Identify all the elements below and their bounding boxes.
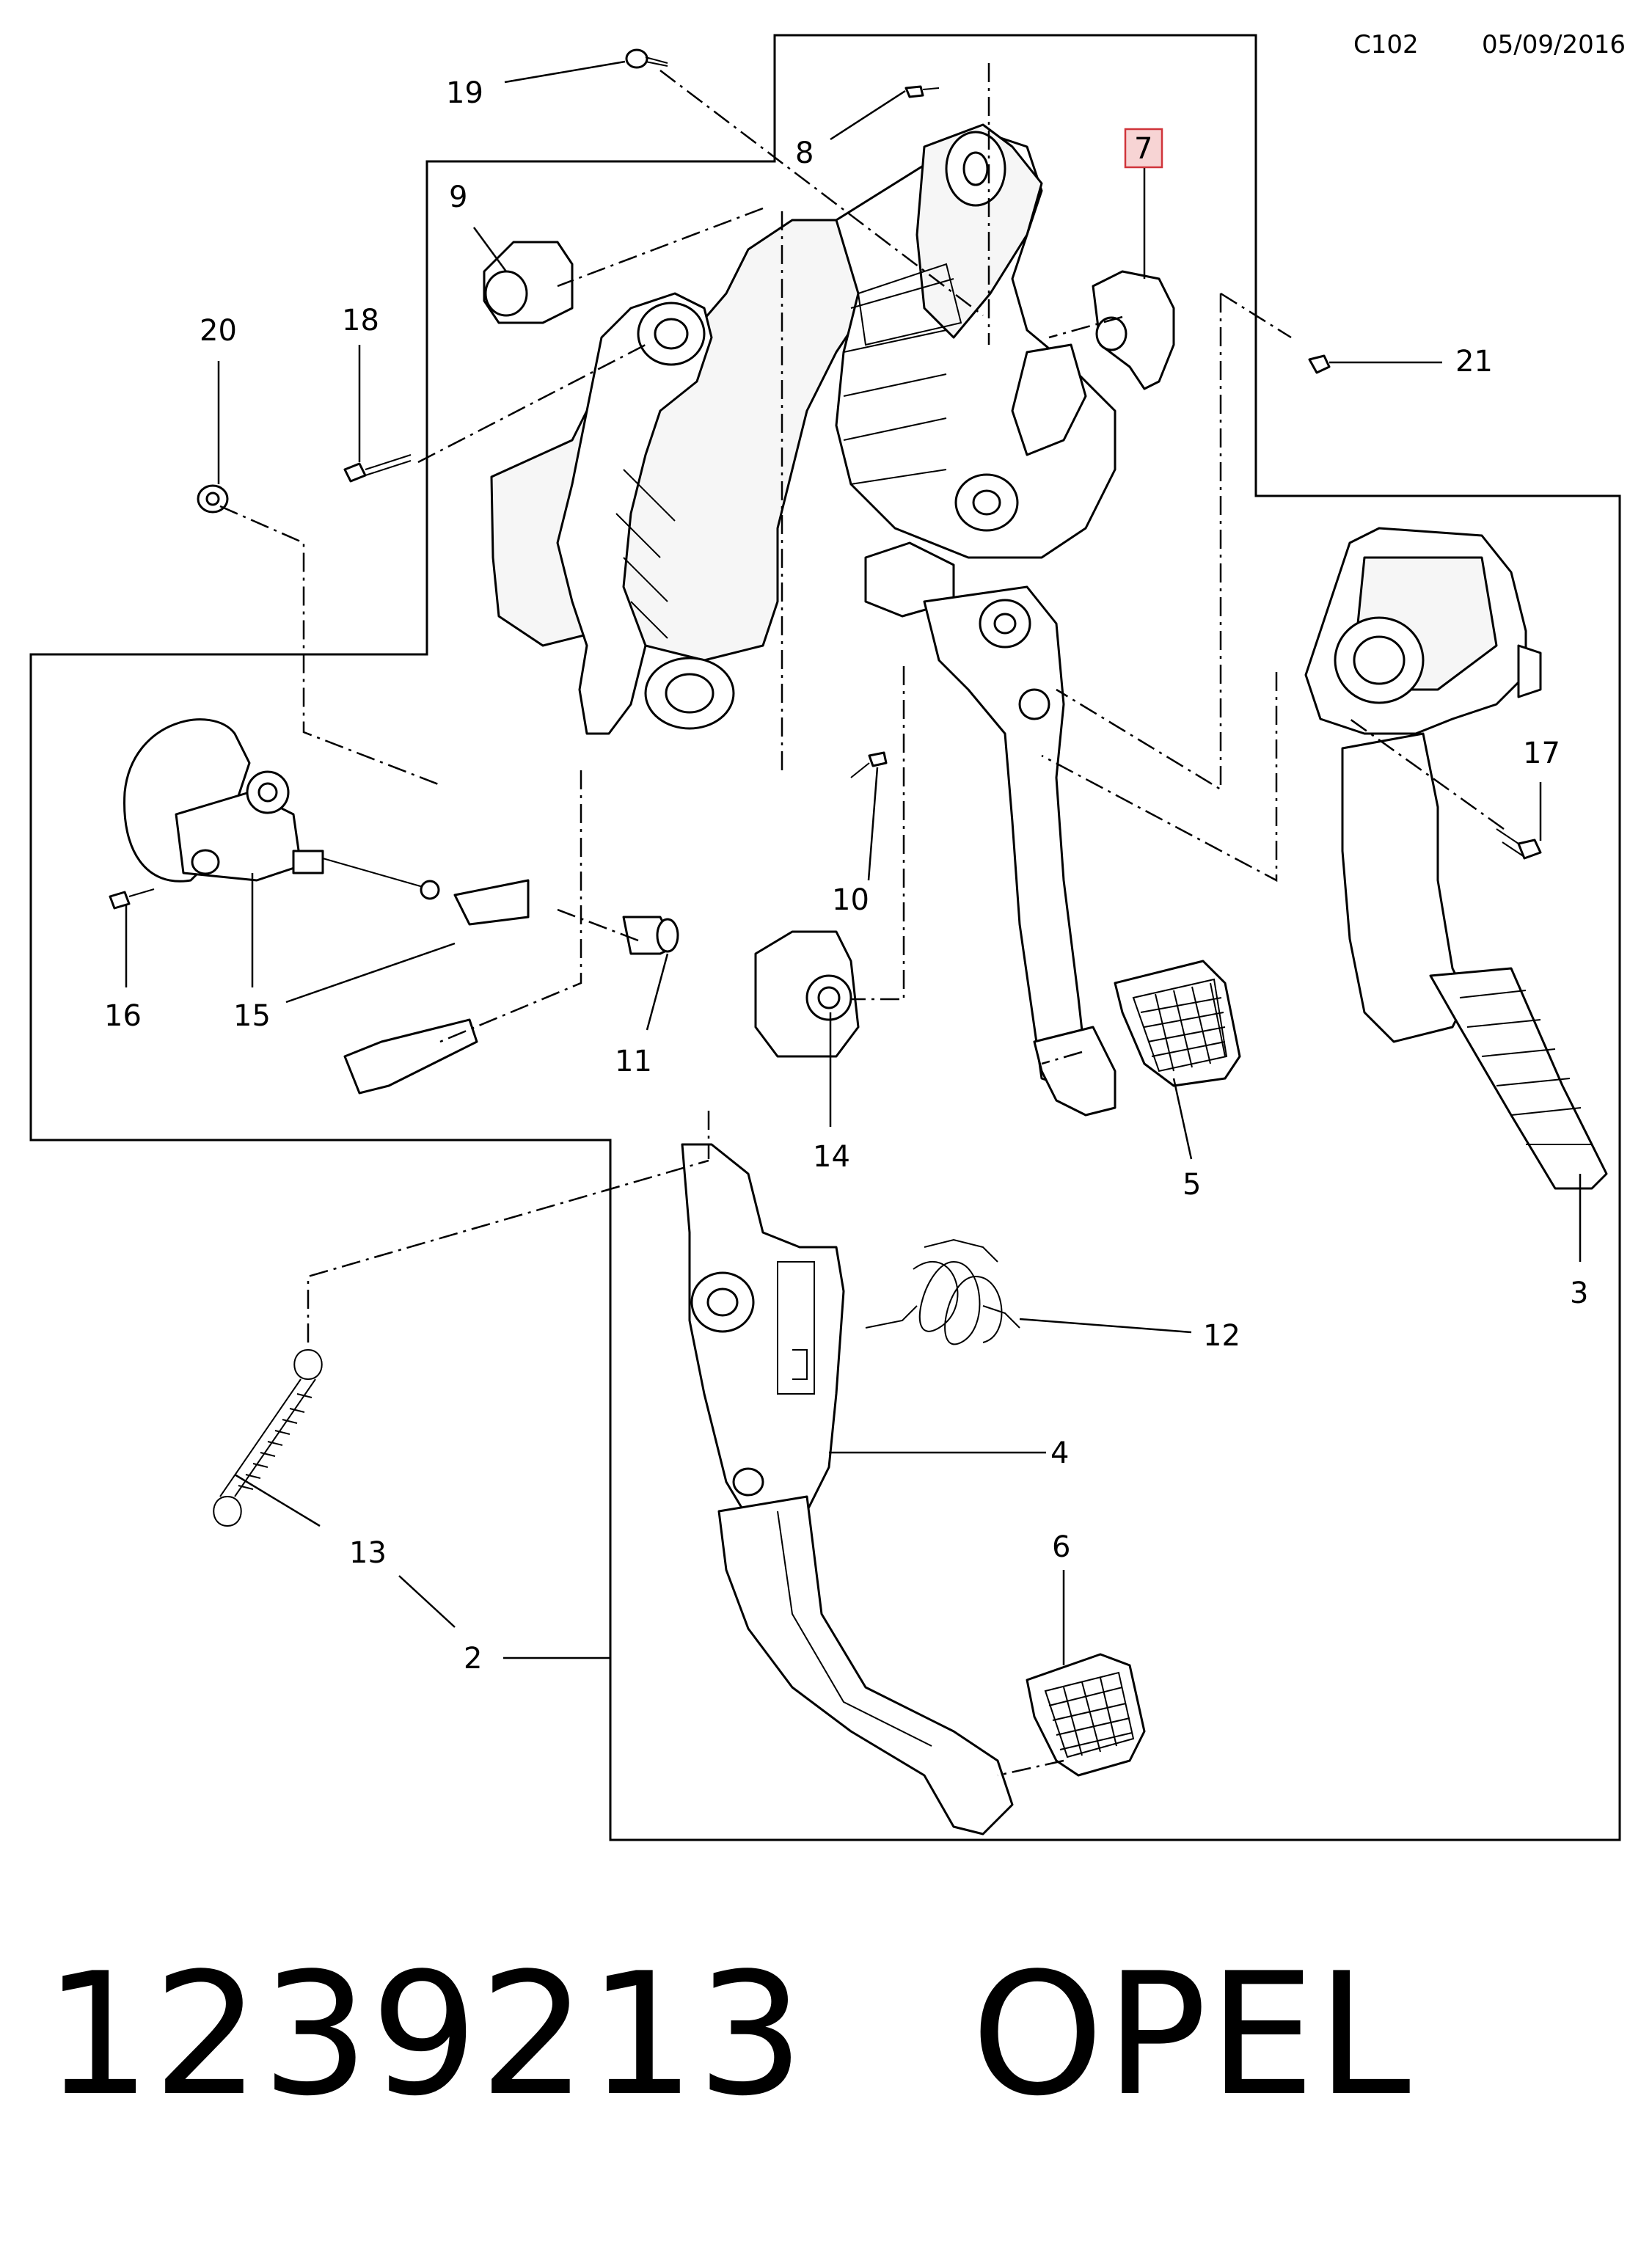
callout-11: 11 (615, 1045, 652, 1078)
callout-12: 12 (1203, 1319, 1240, 1353)
callout-20: 20 (200, 314, 237, 348)
brand-name: OPEL (971, 1937, 1412, 2133)
brake-pedal-arm (923, 585, 1116, 1117)
callout-17: 17 (1523, 737, 1560, 770)
pedal-bracket-housing (490, 123, 1116, 735)
switch-7 (1092, 270, 1175, 390)
callout-2: 2 (464, 1642, 482, 1676)
switch-9 (483, 241, 574, 324)
callout-18: 18 (342, 304, 379, 337)
part-number: 1239213 (44, 1937, 806, 2133)
callout-14: 14 (813, 1140, 850, 1174)
tension-spring (213, 1349, 323, 1527)
callout-7-highlight-box (1124, 128, 1163, 169)
callout-10: 10 (832, 883, 869, 917)
callout-9: 9 (449, 180, 467, 214)
clutch-position-sensor (754, 930, 860, 1058)
accelerator-pedal (1304, 527, 1608, 1190)
assembly-lines (219, 63, 1505, 1777)
callout-3: 3 (1570, 1276, 1588, 1310)
callout-7: 7 (1134, 132, 1152, 166)
part-footer: 1239213 OPEL (44, 1951, 1412, 2120)
callout-6: 6 (1052, 1530, 1070, 1564)
clutch-pedal-pad (1026, 1653, 1146, 1777)
callout-21: 21 (1455, 345, 1493, 379)
callout-13: 13 (349, 1536, 387, 1570)
clutch-return-spring (865, 1238, 1020, 1345)
fasteners (109, 48, 1542, 910)
callout-4: 4 (1050, 1436, 1069, 1470)
callout-8: 8 (795, 136, 814, 170)
leader-lines (125, 60, 1582, 1665)
callout-19: 19 (446, 76, 483, 110)
callout-labels: 19 8 7 9 20 18 21 17 10 16 15 11 14 5 3 … (104, 76, 1588, 1676)
callout-15: 15 (233, 999, 271, 1033)
pivot-pin-assembly (343, 916, 679, 1095)
clutch-pedal (681, 1143, 1014, 1836)
group-frame-main (29, 34, 1621, 1841)
clutch-master-cylinder (123, 718, 530, 926)
diagram-date: 05/09/2016 (1482, 30, 1626, 59)
callout-5: 5 (1183, 1168, 1201, 1202)
callout-16: 16 (104, 999, 142, 1033)
brake-pedal-pad (1114, 960, 1241, 1087)
diagram-code: C102 (1353, 30, 1419, 59)
